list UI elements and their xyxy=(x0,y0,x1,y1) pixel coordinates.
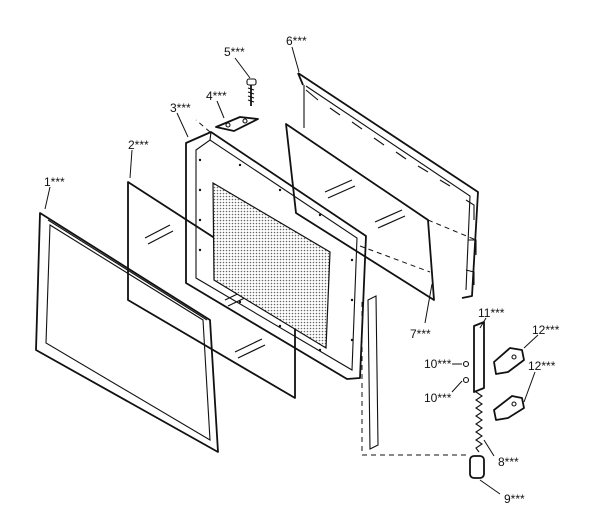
part-3-inner-door xyxy=(185,131,367,380)
label-part-5: 5*** xyxy=(224,45,245,59)
label-part-7: 7*** xyxy=(410,327,431,341)
part-8-spring xyxy=(475,391,483,453)
label-part-12-upper: 12*** xyxy=(532,323,560,337)
part-5-screw xyxy=(246,78,257,106)
label-part-8: 8*** xyxy=(498,455,519,469)
label-part-12-lower: 12*** xyxy=(528,359,556,373)
part-11-latch-arm xyxy=(473,321,485,393)
part-labels: 1*** 2*** 3*** 4*** 5*** 6*** 7*** 11***… xyxy=(44,34,560,506)
assembly-lines xyxy=(195,119,477,456)
part-1-outer-frame xyxy=(35,212,219,453)
label-part-11: 11*** xyxy=(478,306,505,320)
label-part-10-upper: 10*** xyxy=(424,357,452,371)
part-10-latch-pins xyxy=(462,360,470,384)
part-7-shield-panel xyxy=(285,123,435,301)
label-part-10-lower: 10*** xyxy=(424,391,452,405)
label-part-2: 2*** xyxy=(128,138,149,152)
label-part-9: 9*** xyxy=(504,492,525,506)
part-6-door-frame xyxy=(297,72,479,299)
choke-strip xyxy=(367,295,379,450)
leader-lines xyxy=(44,46,539,495)
part-4-hinge-bracket xyxy=(215,116,259,132)
label-part-3: 3*** xyxy=(170,101,191,115)
label-part-6: 6*** xyxy=(286,34,307,48)
part-12-latch-hook-upper xyxy=(493,347,525,375)
part-12-latch-hook-lower xyxy=(493,395,525,421)
label-part-4: 4*** xyxy=(206,89,227,103)
part-9-plunger xyxy=(469,455,485,479)
label-part-1: 1*** xyxy=(44,175,65,189)
